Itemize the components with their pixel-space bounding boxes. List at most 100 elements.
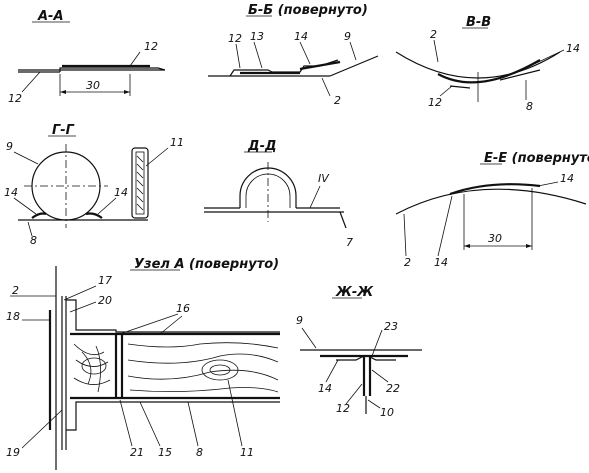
- section-zhzh-label-10: 10: [380, 406, 394, 419]
- section-zhzh-label-14: 14: [318, 382, 332, 395]
- section-bb-label-14: 14: [294, 30, 308, 43]
- section-gg-label-14-left: 14: [4, 186, 18, 199]
- section-gg-label-8: 8: [30, 234, 37, 247]
- section-zhzh-label-12: 12: [336, 402, 350, 415]
- section-zhzh-title: Ж-Ж: [335, 285, 374, 300]
- section-node-a-label-18: 18: [6, 310, 20, 323]
- section-bb-leader-13: [253, 41, 263, 69]
- section-zhzh-leader-14: [325, 359, 339, 383]
- section-node-a-leader-17: [63, 285, 97, 301]
- section-vv-strip: [437, 59, 541, 84]
- section-ee-leader-14-top: [537, 181, 559, 187]
- section-node-a-leader-8: [187, 401, 199, 447]
- section-vv-label-8: 8: [526, 100, 533, 113]
- section-gg: Г-Г 9 11 14 14 8: [4, 123, 184, 247]
- section-zhzh-label-9: 9: [296, 314, 303, 327]
- section-bb-label-13: 13: [250, 30, 264, 43]
- section-node-a-title: Узел А (повернуто): [134, 257, 279, 272]
- section-vv-label-2: 2: [430, 28, 437, 41]
- section-node-a-leader-20: [69, 301, 97, 313]
- section-node-a-wood-grain-right: [127, 342, 279, 393]
- section-ee-title: Е-Е (повернуто): [484, 151, 589, 166]
- section-node-a-leader-21: [119, 399, 133, 447]
- section-ee-label-14-bottom: 14: [434, 256, 448, 269]
- section-gg-leader-8: [27, 221, 33, 237]
- section-vv: В-В 2 14 12 8: [395, 15, 580, 113]
- section-zhzh: Ж-Ж 9 23 14 22 12 10: [296, 285, 422, 419]
- section-node-a: Узел А (повернуто) 2 17 20 18 16: [6, 257, 280, 470]
- section-gg-bracket: [131, 147, 149, 219]
- section-bb-label-12: 12: [228, 32, 242, 45]
- section-node-a-leader-19: [21, 409, 63, 449]
- section-ee: Е-Е (повернуто) 30 14 2 14: [395, 151, 589, 269]
- section-bb-strip-right: [299, 60, 341, 71]
- section-gg-label-14-right: 14: [114, 186, 128, 199]
- section-node-a-label-11: 11: [240, 446, 254, 459]
- section-vv-label-14: 14: [566, 42, 580, 55]
- section-gg-clips: [31, 212, 103, 219]
- section-node-a-label-16: 16: [176, 302, 190, 315]
- section-dd: Д-Д IV 7: [204, 139, 353, 249]
- section-aa-strip: [59, 67, 166, 72]
- section-node-a-wood-knot-left: [81, 357, 107, 375]
- section-vv-frame: [449, 69, 541, 89]
- section-node-a-leader-15: [139, 401, 161, 447]
- section-bb-leader-12: [235, 43, 241, 69]
- section-dd-label-IV: IV: [318, 172, 330, 185]
- section-zhzh-label-23: 23: [384, 320, 398, 333]
- section-dd-end: [339, 211, 347, 229]
- section-bb-label-2: 2: [334, 94, 341, 107]
- section-ee-label-14-top: 14: [560, 172, 574, 185]
- section-bb-skin-rise: [329, 55, 379, 77]
- section-node-a-wood-grain-left: [73, 343, 111, 393]
- section-aa-dim-value: 30: [86, 79, 100, 92]
- section-dd-leader-IV: [309, 185, 321, 209]
- section-bb-title: Б-Б (повернуто): [248, 3, 368, 18]
- section-gg-label-9: 9: [6, 140, 13, 153]
- section-node-a-flange-upper: [66, 299, 280, 333]
- section-zhzh-leader-23: [371, 329, 383, 357]
- section-gg-leader-14-right: [97, 197, 117, 215]
- section-node-a-label-19: 19: [6, 446, 20, 459]
- section-zhzh-leader-10: [367, 399, 381, 409]
- section-ee-label-2: 2: [404, 256, 411, 269]
- section-aa-title: А-А: [37, 9, 64, 24]
- section-bb-label-9: 9: [344, 30, 351, 43]
- section-bb-leader-14: [299, 41, 311, 65]
- section-zhzh-label-22: 22: [386, 382, 400, 395]
- section-bb-leader-2: [321, 77, 331, 97]
- section-gg-label-11: 11: [170, 136, 184, 149]
- section-node-a-wood-knot-right: [201, 359, 239, 381]
- section-dd-label-7: 7: [346, 236, 353, 249]
- section-node-a-label-15: 15: [158, 446, 172, 459]
- section-gg-leader-9: [13, 151, 39, 165]
- section-node-a-label-8: 8: [196, 446, 203, 459]
- section-gg-leader-14-left: [13, 197, 37, 215]
- section-node-a-label-20: 20: [98, 294, 112, 307]
- section-ee-leader-2: [403, 213, 407, 257]
- section-bb-leader-9: [349, 41, 357, 61]
- section-gg-title: Г-Г: [52, 123, 75, 138]
- section-node-a-label-21: 21: [130, 446, 144, 459]
- section-ee-strip: [449, 183, 541, 196]
- section-vv-title: В-В: [466, 15, 491, 30]
- section-vv-leader-12: [439, 85, 453, 97]
- section-zhzh-leader-22: [371, 369, 389, 383]
- section-dd-title: Д-Д: [247, 139, 277, 154]
- section-gg-bracket-hatch: [136, 155, 144, 211]
- section-zhzh-tee: [336, 355, 396, 361]
- section-node-a-leader-11: [227, 379, 243, 447]
- section-aa: А-А 30 12 12: [8, 9, 166, 105]
- section-vv-leader-2: [433, 39, 439, 63]
- section-aa-leader-12-bottom: [21, 71, 41, 93]
- section-node-a-label-17: 17: [98, 274, 112, 287]
- section-zhzh-leader-9: [301, 327, 317, 349]
- section-gg-leader-11: [145, 147, 169, 167]
- section-ee-leader-14-bottom: [437, 195, 453, 257]
- section-node-a-leader-16a: [119, 313, 179, 335]
- section-ee-skin: [395, 188, 587, 215]
- section-node-a-leader-16b: [159, 315, 183, 335]
- section-bb: Б-Б (повернуто) 12 13 14 9 2: [208, 3, 379, 107]
- section-zhzh-leader-12: [345, 383, 363, 405]
